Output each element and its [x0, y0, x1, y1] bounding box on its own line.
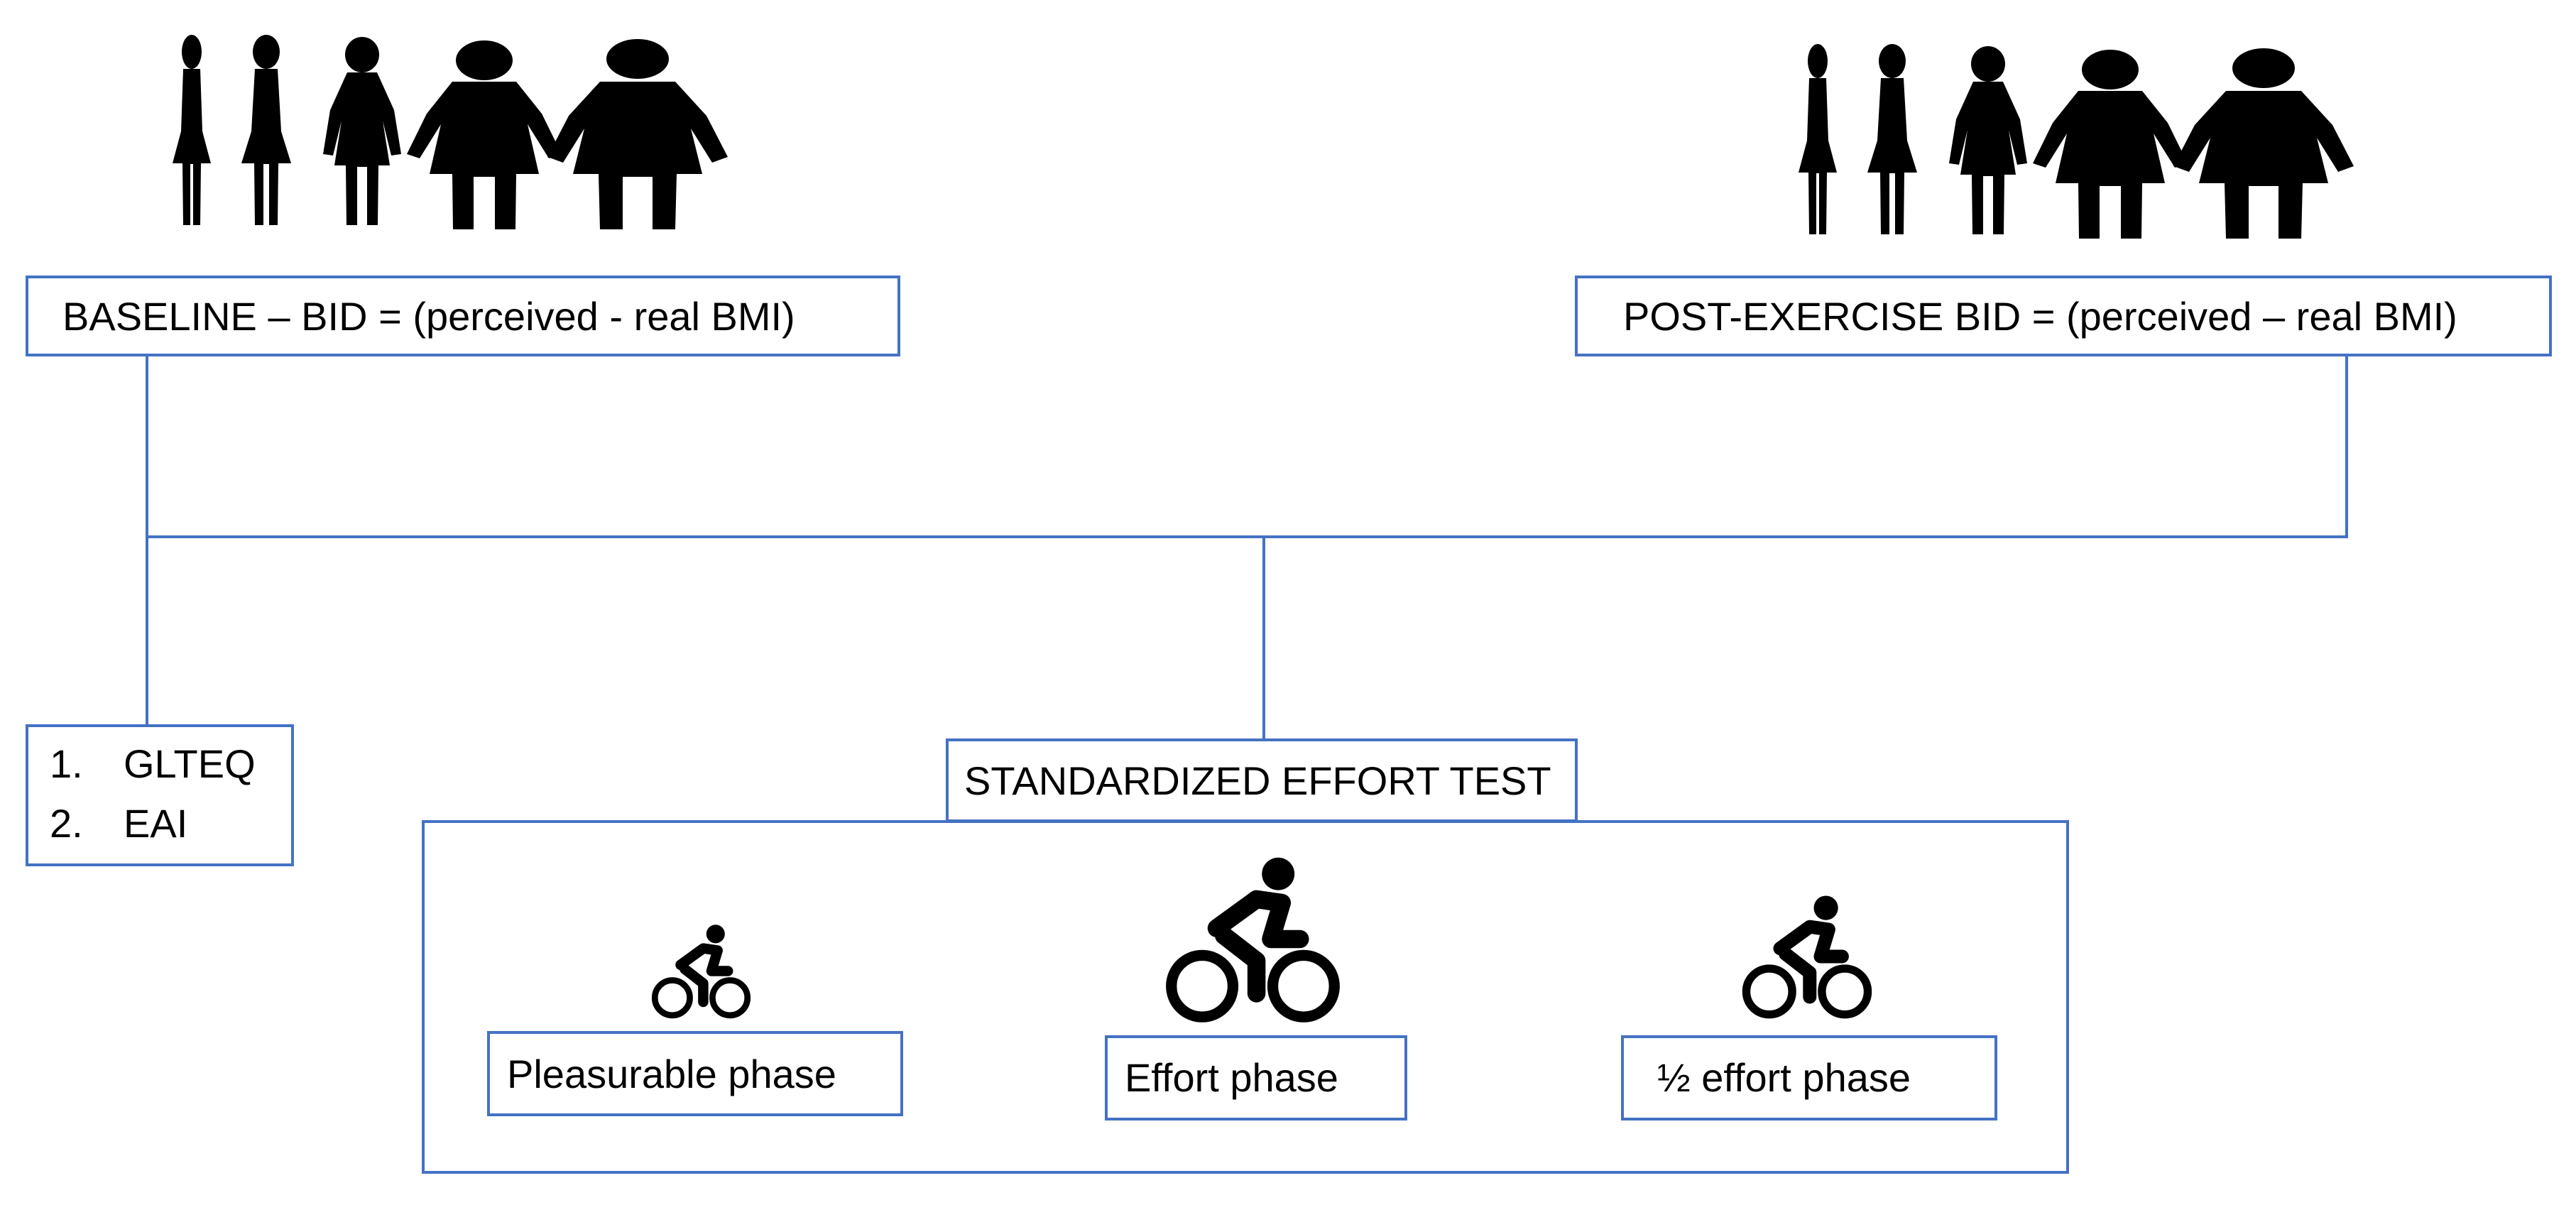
phase-label-half-effort: ½ effort phase	[1657, 1055, 1911, 1100]
pleasurable-phase-box	[487, 1031, 903, 1116]
list-item: 2. EAI	[50, 794, 256, 854]
effort-test-title: STANDARDIZED EFFORT TEST	[964, 758, 1551, 803]
questionnaire-list: 1. GLTEQ 2. EAI	[50, 734, 256, 854]
cyclist-icon	[1742, 895, 1872, 1019]
female-figure-icon	[2173, 48, 2354, 239]
female-figure-icon	[173, 35, 211, 225]
effort-test-title-box	[946, 738, 1578, 822]
phase-label-effort: Effort phase	[1125, 1055, 1338, 1100]
half-effort-phase-box	[1621, 1035, 1997, 1121]
silhouette-row-left	[173, 35, 728, 229]
female-figure-icon	[547, 39, 728, 229]
effort-phase-box	[1105, 1035, 1407, 1121]
baseline-label: BASELINE – BID = (perceived - real BMI)	[62, 294, 795, 339]
list-item-number: 1.	[50, 741, 83, 786]
female-figure-icon	[407, 40, 562, 229]
female-figure-icon	[323, 37, 401, 225]
female-figure-icon	[2033, 50, 2188, 239]
list-item-text: EAI	[124, 801, 188, 846]
female-figure-icon	[241, 35, 291, 225]
list-item-text: GLTEQ	[124, 741, 256, 786]
cyclist-icon	[651, 925, 751, 1019]
post-exercise-box	[1575, 276, 2552, 356]
questionnaires-box	[26, 724, 294, 866]
baseline-box	[26, 276, 900, 356]
female-figure-icon	[1867, 44, 1917, 234]
female-figure-icon	[1799, 44, 1837, 234]
list-item: 1. GLTEQ	[50, 734, 256, 794]
post-exercise-label: POST-EXERCISE BID = (perceived – real BM…	[1623, 294, 2457, 339]
cyclist-icon	[1166, 857, 1340, 1023]
list-item-number: 2.	[50, 801, 83, 846]
phase-label-pleasurable: Pleasurable phase	[507, 1052, 836, 1096]
silhouette-row-right	[1799, 44, 2354, 239]
female-figure-icon	[1949, 46, 2027, 234]
